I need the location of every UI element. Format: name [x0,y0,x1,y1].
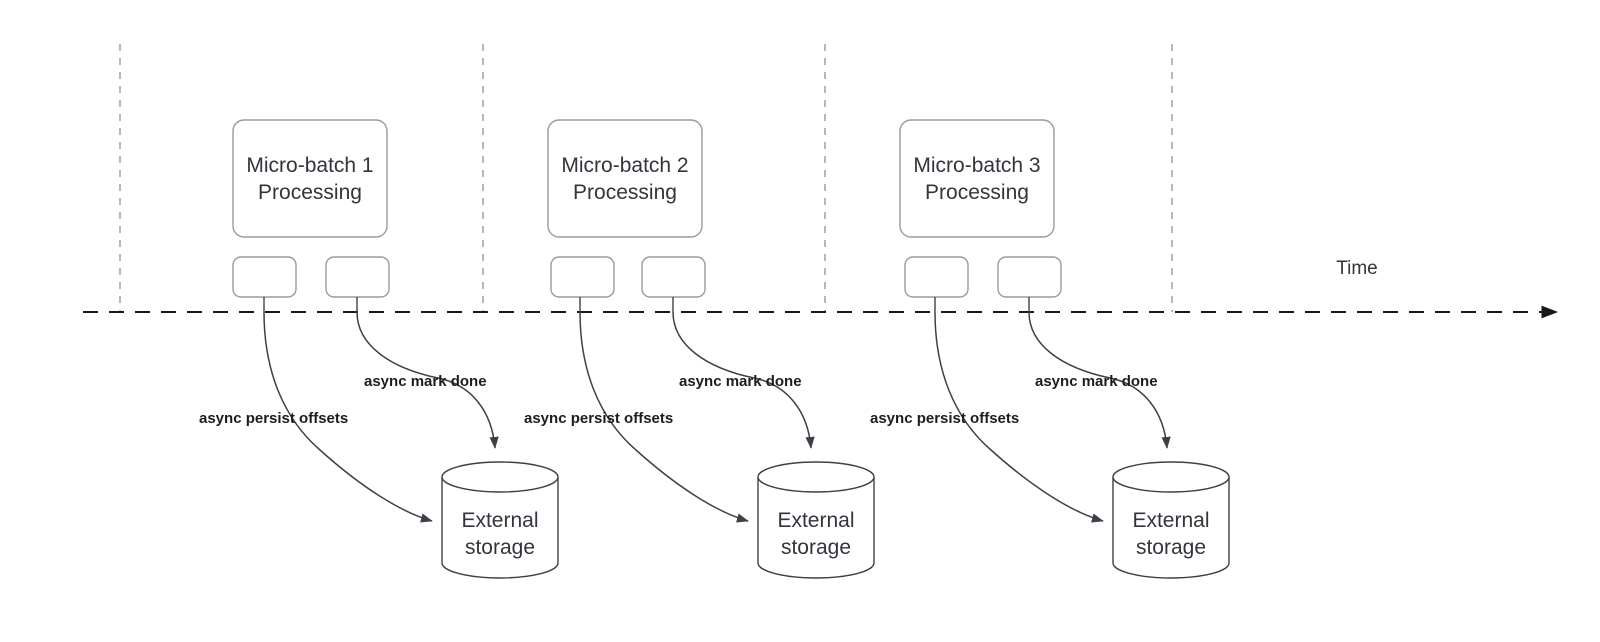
micro-batch-1-mark-done-arrow [356,311,499,449]
micro-batch-1-persist-offsets-arrow [263,311,433,523]
micro-batch-3-persist-offsets-label: async persist offsets [870,410,1019,427]
micro-batch-3-external-storage[interactable]: External storage [1112,461,1230,579]
micro-batch-1-title-line2: Processing [258,181,362,204]
micro-batch-3-box[interactable] [899,119,1055,238]
micro-batch-group-1: Micro-batch 1 Processing async mark done… [199,119,559,579]
micro-batch-group-3: Micro-batch 3 Processing async mark done… [870,119,1230,579]
micro-batch-2-persist-offsets-label: async persist offsets [524,410,673,427]
micro-batch-2-title-line1: Micro-batch 2 [561,154,688,177]
time-axis-label: Time [1336,258,1378,279]
micro-batch-3-title-line1: Micro-batch 3 [913,154,1040,177]
micro-batch-2-mark-done-label: async mark done [679,373,802,390]
micro-batch-3-persist-offsets-arrow [934,311,1104,523]
micro-batch-1-box[interactable] [232,119,388,238]
micro-batch-2-storage-label-line1: External [777,509,854,532]
micro-batch-1-persist-offsets-label: async persist offsets [199,410,348,427]
micro-batch-3-mark-done-label: async mark done [1035,373,1158,390]
micro-batch-3-task-box-a[interactable] [904,256,969,298]
micro-batch-2-mark-done-arrow [672,311,815,449]
micro-batch-2-title-line2: Processing [573,181,677,204]
micro-batch-3-task-box-b[interactable] [997,256,1062,298]
micro-batch-2-task-box-b[interactable] [641,256,706,298]
micro-batch-3-mark-done-arrow [1028,311,1171,449]
micro-batch-3-storage-label-line1: External [1132,509,1209,532]
micro-batch-1-task-box-a[interactable] [232,256,297,298]
micro-batch-1-external-storage[interactable]: External storage [441,461,559,579]
micro-batch-2-storage-label-line2: storage [781,536,851,559]
micro-batch-1-storage-label-line2: storage [465,536,535,559]
micro-batch-3-title-line2: Processing [925,181,1029,204]
micro-batch-1-title-line1: Micro-batch 1 [246,154,373,177]
time-axis: Time [83,258,1559,319]
micro-batch-2-task-box-a[interactable] [550,256,615,298]
micro-batch-1-task-box-b[interactable] [325,256,390,298]
micro-batch-1-storage-label-line1: External [461,509,538,532]
micro-batch-3-storage-label-line2: storage [1136,536,1206,559]
micro-batch-2-box[interactable] [547,119,703,238]
micro-batch-2-external-storage[interactable]: External storage [757,461,875,579]
boundary-ticks [119,44,1173,312]
micro-batch-1-mark-done-label: async mark done [364,373,487,390]
micro-batch-group-2: Micro-batch 2 Processing async mark done… [524,119,875,579]
micro-batch-2-persist-offsets-arrow [579,311,749,523]
